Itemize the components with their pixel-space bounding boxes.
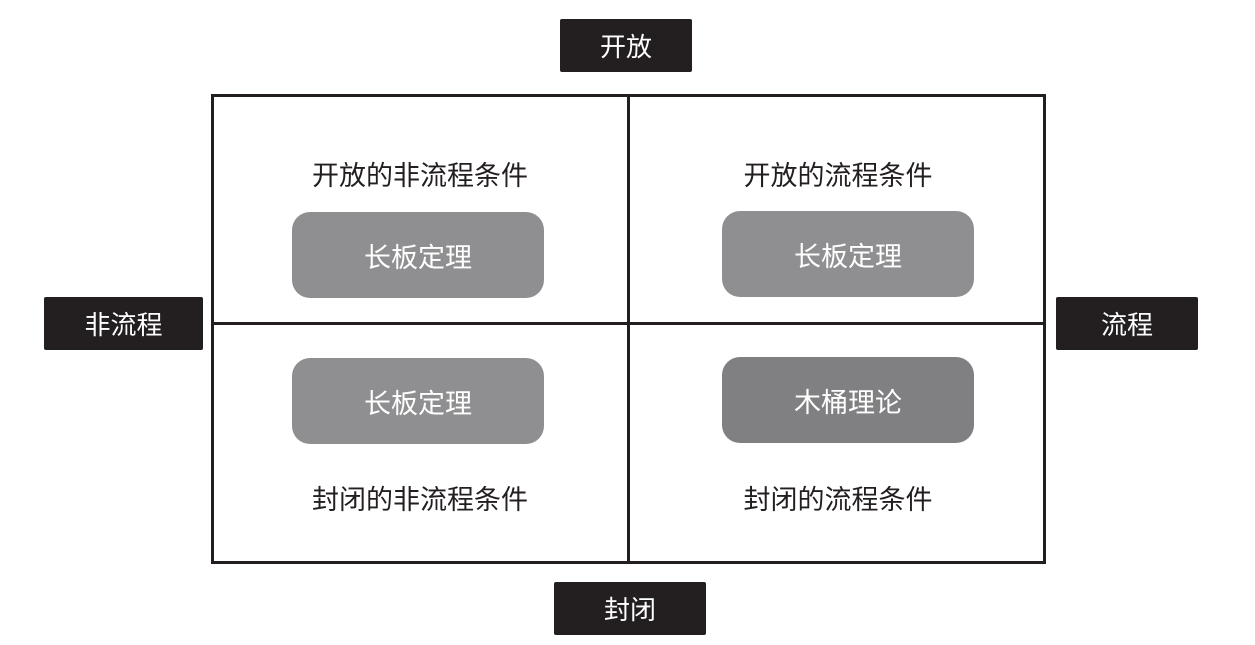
- axis-label-process: 流程: [1056, 297, 1198, 350]
- quadrant-caption-bottom-right: 封闭的流程条件: [743, 485, 933, 516]
- quadrant-box-bottom-left: 长板定理: [292, 358, 544, 444]
- axis-label-closed: 封闭: [554, 582, 706, 635]
- quadrant-caption-top-left: 开放的非流程条件: [312, 161, 528, 192]
- quadrant-box-top-right: 长板定理: [722, 211, 974, 297]
- axis-label-open: 开放: [560, 19, 692, 72]
- quadrant-caption-top-right: 开放的流程条件: [743, 161, 933, 192]
- horizontal-divider: [211, 322, 1046, 325]
- axis-label-non-process: 非流程: [44, 297, 203, 350]
- vertical-divider: [627, 94, 630, 564]
- quadrant-caption-bottom-left: 封闭的非流程条件: [312, 485, 528, 516]
- quadrant-box-top-left: 长板定理: [292, 212, 544, 298]
- quadrant-box-bottom-right: 木桶理论: [722, 357, 974, 443]
